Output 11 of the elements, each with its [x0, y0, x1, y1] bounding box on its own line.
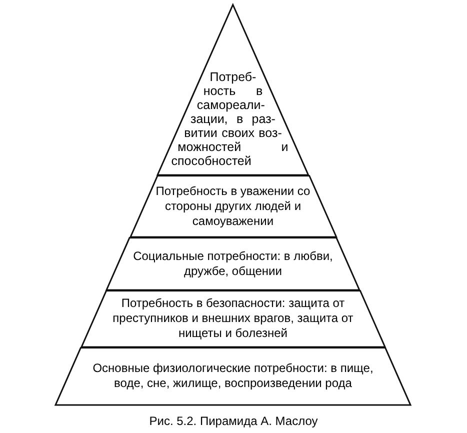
level-text: Потреб- ность в самореали- зации, в раз- витии своих воз- можностей и способностей — [171, 70, 288, 168]
caption: Рис. 5.2. Пирамида А. Маслоу — [148, 413, 319, 430]
pyramid-level — [106, 237, 360, 290]
level-text: Основные физиологические потребности: в пище, воде, сне, жилище, воспроизведении рода — [92, 361, 374, 391]
level-text: Социальные потребности: в любви, дружбе, общении — [132, 248, 334, 278]
level-text: Потребность в безопасности: защита от преступников и внешних врагов, защита от нищеты и болезней — [112, 296, 354, 341]
pyramid-level — [157, 4, 309, 175]
pyramid-level — [80, 290, 386, 347]
level-text: Потребность в уважении со стороны других людей и самоуважении — [154, 184, 312, 228]
pyramid-level — [55, 347, 411, 405]
pyramid-level — [130, 175, 336, 237]
